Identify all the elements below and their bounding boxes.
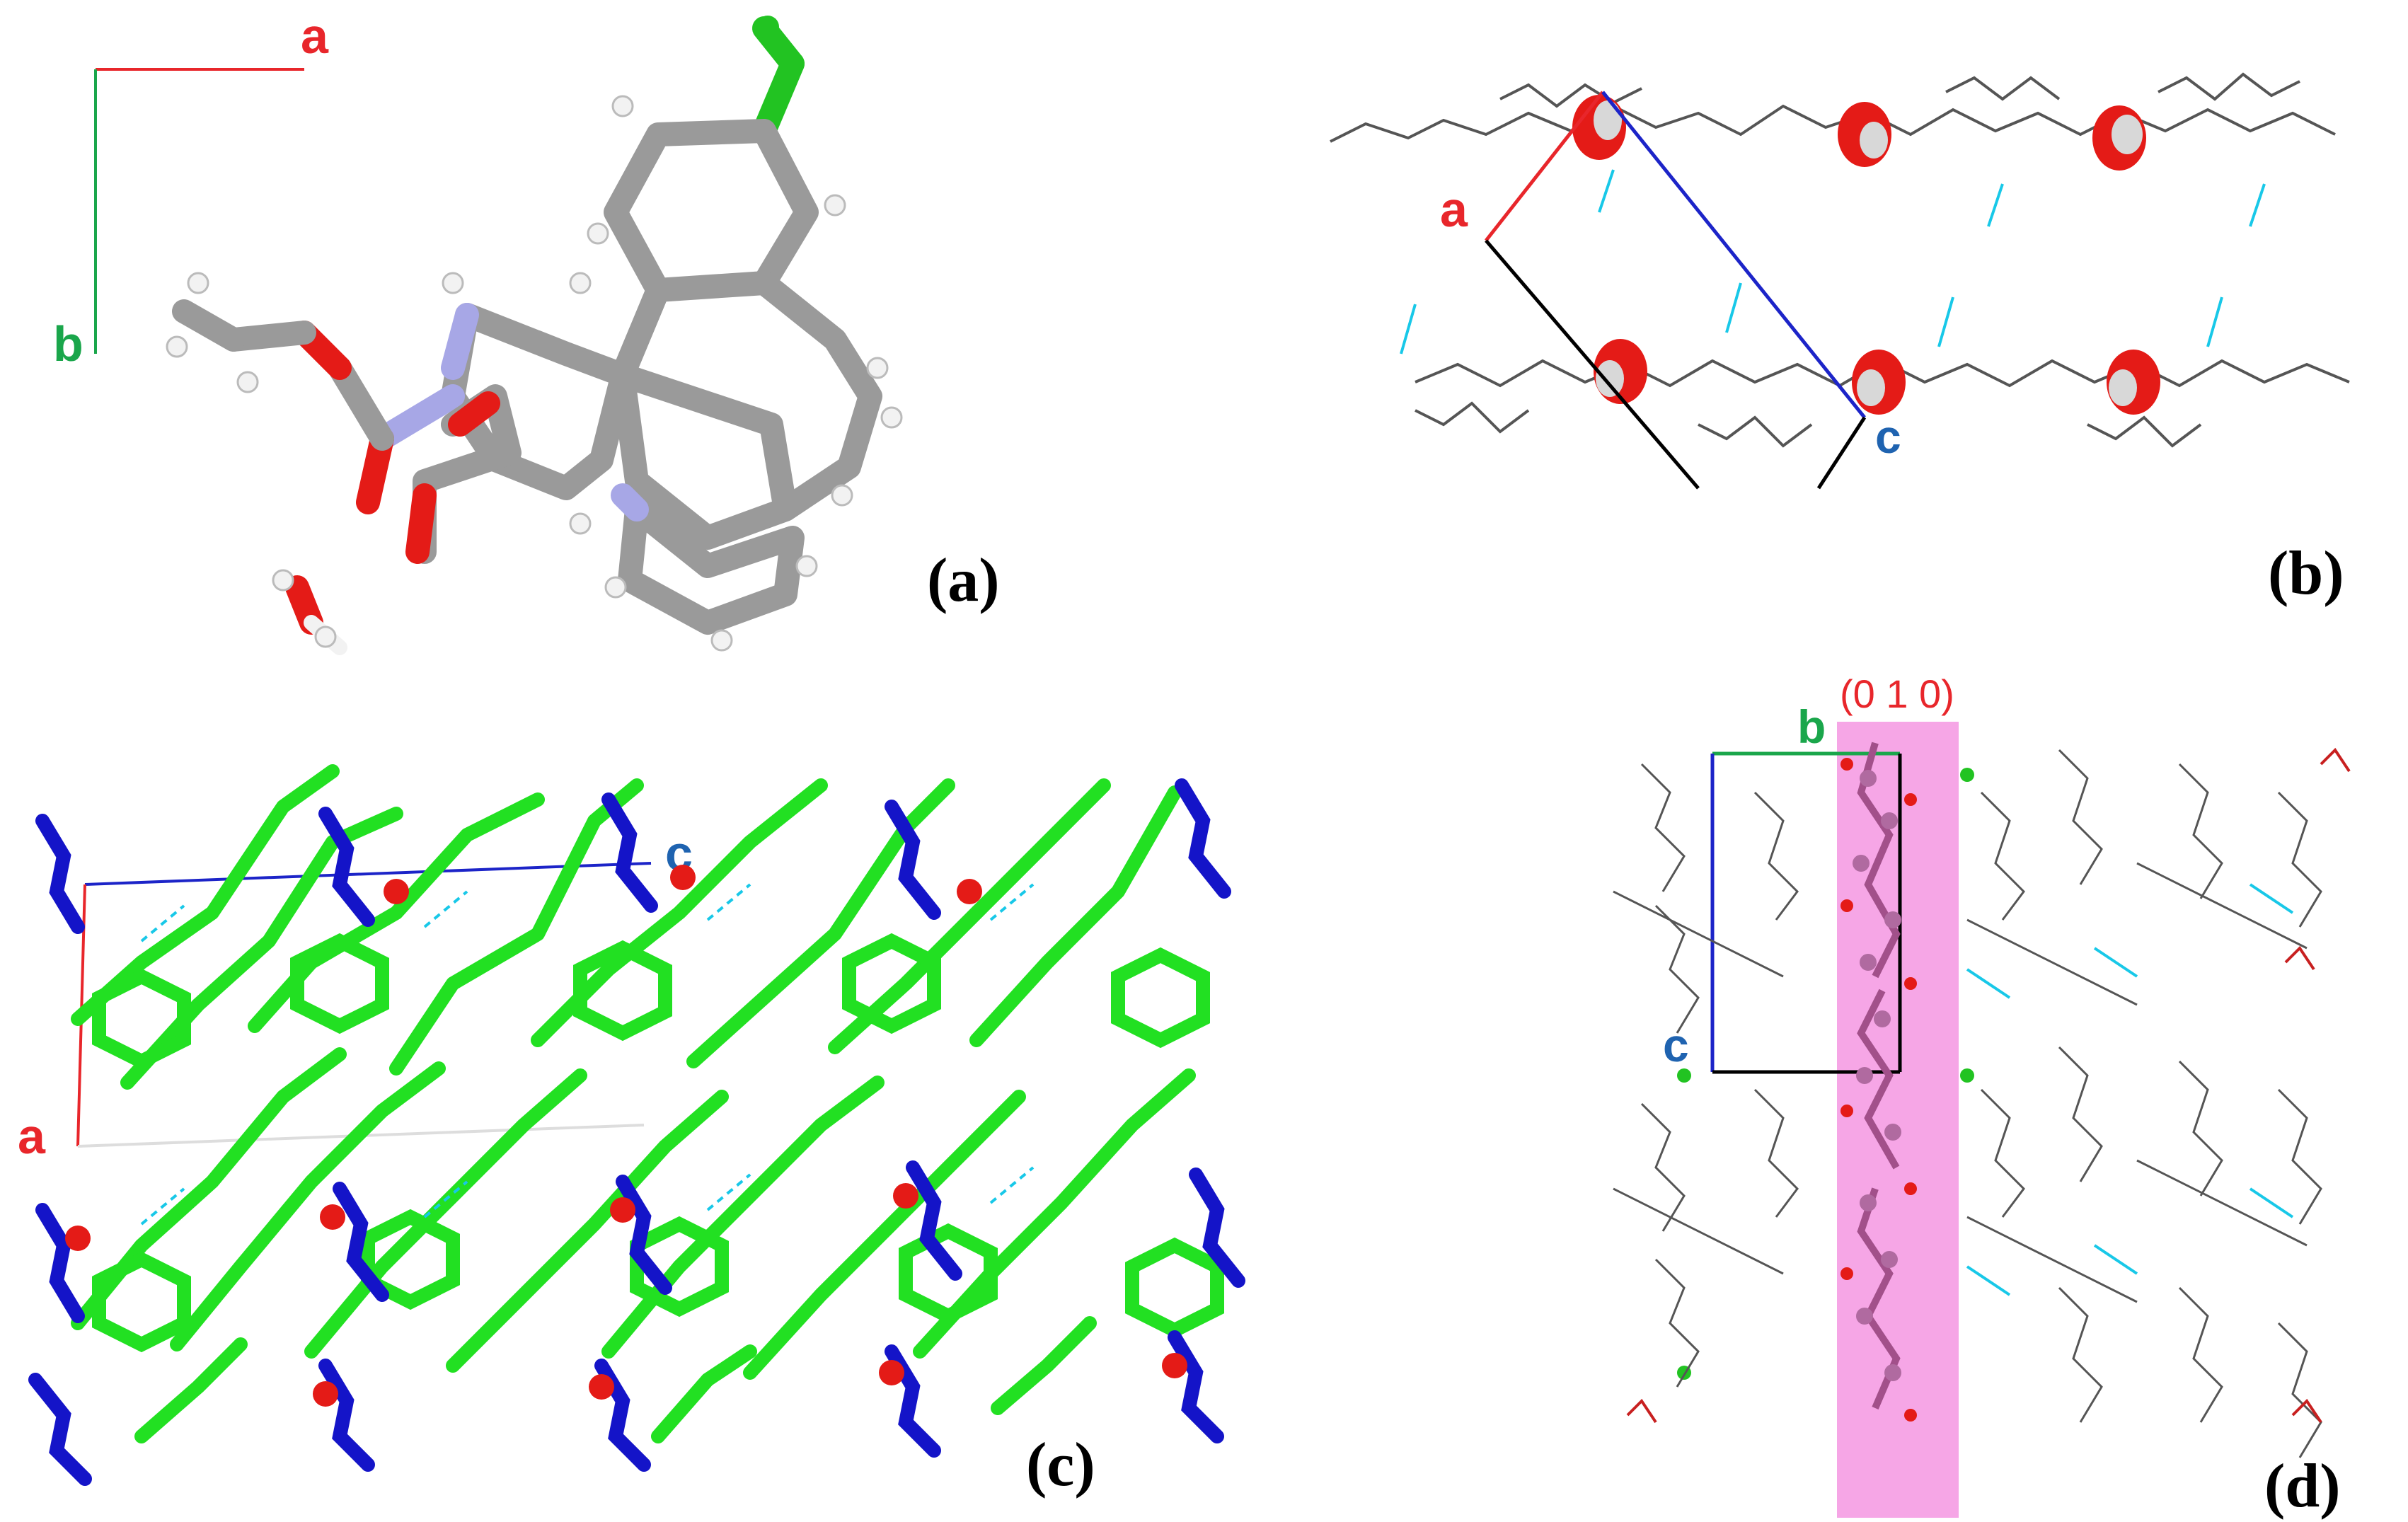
panel-a-label: (a) — [927, 546, 1000, 615]
panel-c-label: (c) — [1026, 1431, 1095, 1499]
axis-c-label: c — [1875, 410, 1901, 463]
upper-chain — [1330, 72, 2336, 143]
molecule-sticks — [172, 16, 882, 655]
red-oxygen-groups — [65, 865, 1187, 1407]
plane-010-band — [1837, 722, 1959, 1518]
molecule-a-svg: a b — [53, 8, 903, 655]
hbond-lines — [1400, 169, 2266, 354]
hbond-lines — [1966, 883, 2294, 1296]
axis-a-label: a — [301, 8, 329, 64]
cell-edge-back — [1485, 239, 1700, 490]
panel-b: a c (b) — [1203, 0, 2408, 679]
cell-edge-a — [1485, 91, 1604, 242]
axis-a-label: a — [18, 1109, 46, 1164]
cell-edge-c — [1601, 91, 1866, 419]
axis-b-label: b — [53, 316, 83, 371]
hbond-lines — [140, 883, 1035, 1226]
band-oxygens — [1840, 758, 1917, 1422]
panel-b-label: (b) — [2268, 539, 2344, 608]
packing-c-svg: c a — [18, 764, 1245, 1486]
axis-c-label: c — [1663, 1019, 1689, 1071]
plane-010-label: (0 1 0) — [1840, 671, 1954, 716]
panel-c: c a — [0, 729, 1260, 1518]
band-atoms — [1853, 770, 1901, 1381]
hydrogen-atoms — [166, 95, 903, 652]
cell-edge-side — [1816, 416, 1867, 490]
oxygen-ellipsoids — [1572, 95, 2160, 415]
cell-edge-c — [84, 862, 652, 886]
green-layers — [71, 764, 1196, 1443]
blue-chains — [28, 778, 1245, 1486]
water-molecules — [1626, 747, 2351, 1424]
panel-d: (0 1 0) b c — [1260, 651, 2408, 1521]
panel-a: a b — [0, 0, 1203, 679]
packing-b-svg: a c — [1330, 72, 2350, 490]
wireframe-molecules — [1613, 749, 2322, 1458]
green-rings — [92, 933, 1224, 1353]
panel-d-label: (d) — [2264, 1452, 2341, 1521]
axis-b-label: b — [1797, 701, 1826, 753]
packing-d-svg: (0 1 0) b c — [1613, 671, 2351, 1518]
chlorine-atom — [756, 16, 779, 38]
axis-a-label: a — [1440, 182, 1468, 237]
